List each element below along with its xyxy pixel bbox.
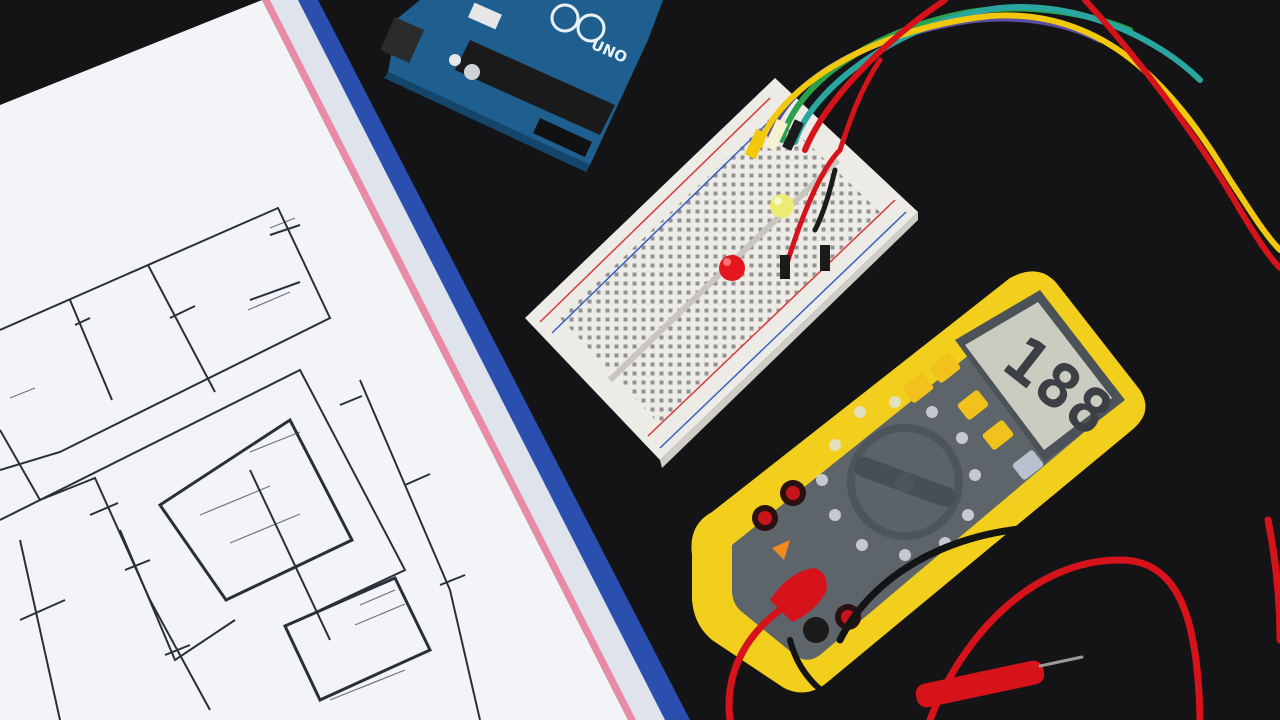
schematic-paper — [0, 0, 628, 720]
multimeter-button — [982, 420, 1014, 450]
multimeter-button — [902, 373, 934, 403]
multimeter-rotary-dial — [847, 424, 963, 540]
multimeter-button — [1012, 450, 1044, 480]
probe-tip — [915, 660, 1045, 708]
multimeter: 188 — [691, 271, 1146, 693]
jumper-wires — [744, 0, 1280, 279]
multimeter-button — [957, 390, 989, 420]
circuit-schematic-drawing — [0, 206, 481, 720]
schematic-notebook — [0, 0, 690, 720]
led-yellow — [770, 194, 794, 218]
arduino-board: UNO — [380, 0, 663, 172]
probe-jack — [803, 617, 829, 643]
multimeter-button — [929, 353, 961, 383]
led-red — [719, 255, 745, 281]
breadboard — [525, 78, 918, 468]
